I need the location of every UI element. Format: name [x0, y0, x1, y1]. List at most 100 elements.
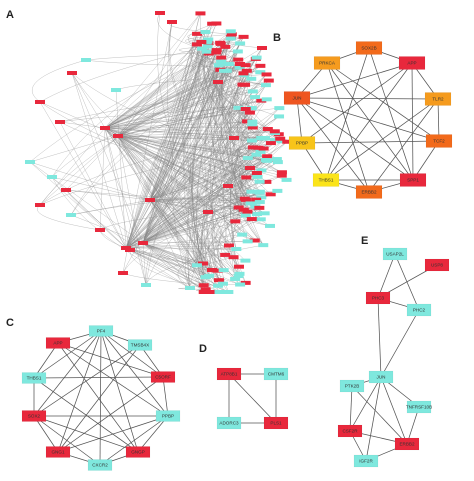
network-a-node[interactable]: [260, 83, 271, 88]
network-a-node[interactable]: [201, 40, 212, 45]
network-a-node[interactable]: [256, 195, 267, 200]
network-a-node[interactable]: [191, 263, 202, 268]
network-a-node[interactable]: [247, 119, 258, 124]
network-a-node[interactable]: [257, 46, 267, 50]
network-a-node[interactable]: [220, 44, 231, 49]
network-a-node[interactable]: [214, 290, 225, 294]
network-a-node[interactable]: [272, 188, 283, 193]
network-a-node[interactable]: [232, 49, 243, 54]
network-a-node[interactable]: [125, 248, 135, 252]
network-a-node[interactable]: [240, 213, 251, 218]
network-a-node[interactable]: [258, 243, 269, 248]
network-a-node[interactable]: [218, 268, 229, 273]
network-a-node[interactable]: [251, 212, 262, 217]
network-a-node[interactable]: [185, 286, 195, 290]
network-a-node[interactable]: [247, 138, 258, 143]
network-a-node[interactable]: [201, 49, 212, 54]
network-c-node-gng1[interactable]: GNG1: [45, 446, 71, 458]
network-a-node[interactable]: [230, 219, 241, 224]
network-a-node[interactable]: [145, 198, 155, 202]
network-a-node[interactable]: [229, 136, 239, 140]
network-a-node[interactable]: [61, 188, 71, 192]
network-a-node[interactable]: [260, 136, 271, 141]
network-a-node[interactable]: [191, 42, 202, 47]
network-a-node[interactable]: [197, 261, 208, 266]
network-a-node[interactable]: [282, 139, 293, 144]
network-a-node[interactable]: [67, 71, 77, 75]
network-a-node[interactable]: [200, 287, 211, 292]
network-a-node[interactable]: [240, 280, 251, 285]
network-a-node[interactable]: [251, 152, 262, 157]
network-b-node-prkca[interactable]: PRKCA: [313, 56, 341, 70]
network-e-node-usp8[interactable]: USP8: [424, 258, 450, 272]
network-a-node[interactable]: [246, 217, 257, 222]
network-a-node[interactable]: [262, 127, 273, 132]
network-a-node[interactable]: [271, 157, 282, 162]
network-a-node[interactable]: [274, 106, 285, 111]
network-a-node[interactable]: [239, 196, 250, 201]
network-c-node-sox2[interactable]: SOX2: [21, 410, 47, 422]
network-a-node[interactable]: [254, 205, 265, 210]
network-a-node[interactable]: [218, 68, 229, 73]
network-a-node[interactable]: [223, 62, 234, 67]
network-e-node-csf2r[interactable]: CSF2R: [337, 424, 363, 438]
network-a-node[interactable]: [192, 31, 203, 36]
network-a-node[interactable]: [256, 168, 267, 173]
network-a-node[interactable]: [264, 223, 275, 228]
network-a-node[interactable]: [231, 247, 242, 252]
network-c-node-thbs1[interactable]: THBS1: [21, 372, 47, 384]
network-e-node-erbb2[interactable]: ERBB2: [394, 437, 420, 451]
network-d-node-atp8b1[interactable]: ATP8B1: [216, 367, 242, 381]
network-a-node[interactable]: [247, 145, 258, 150]
network-a-node[interactable]: [245, 166, 255, 170]
network-b-node-jun[interactable]: JUN: [283, 91, 311, 105]
network-a-node[interactable]: [216, 55, 227, 60]
network-b-node-tcf2[interactable]: TCF2: [425, 134, 453, 148]
network-a-node[interactable]: [263, 78, 274, 83]
network-a-node[interactable]: [211, 48, 222, 53]
network-a-node[interactable]: [242, 156, 253, 161]
network-a-node[interactable]: [247, 122, 258, 127]
network-a-node[interactable]: [261, 179, 272, 184]
network-a-node[interactable]: [261, 158, 271, 162]
network-a-node[interactable]: [216, 59, 227, 64]
network-a-node[interactable]: [246, 76, 257, 81]
network-a-node[interactable]: [237, 232, 248, 237]
network-a-node[interactable]: [233, 205, 244, 210]
network-a-node[interactable]: [255, 70, 266, 75]
network-a-node[interactable]: [255, 63, 266, 68]
network-a-node[interactable]: [261, 97, 272, 102]
network-a-node[interactable]: [251, 170, 262, 175]
network-a-node[interactable]: [223, 184, 233, 188]
network-a-node[interactable]: [246, 106, 257, 111]
network-a-node[interactable]: [254, 200, 265, 205]
network-a-node[interactable]: [276, 139, 287, 144]
network-a-node[interactable]: [240, 107, 251, 112]
network-a-node[interactable]: [203, 37, 214, 42]
network-a-node[interactable]: [265, 192, 276, 197]
network-a-node[interactable]: [242, 119, 253, 124]
network-a-node[interactable]: [281, 177, 292, 182]
network-a-node[interactable]: [251, 55, 262, 60]
network-a-node[interactable]: [247, 89, 258, 94]
network-a-node[interactable]: [200, 29, 211, 34]
network-a-node[interactable]: [233, 264, 244, 269]
network-a-node[interactable]: [223, 290, 234, 294]
network-a-node[interactable]: [235, 62, 245, 66]
network-a-node[interactable]: [197, 46, 208, 51]
network-a-node[interactable]: [225, 29, 236, 34]
network-a-node[interactable]: [220, 252, 231, 257]
network-d-node-adorc3[interactable]: ADORC3: [216, 416, 242, 430]
network-c-node-pf4[interactable]: PF4: [88, 325, 114, 337]
network-e-node-jun[interactable]: JUN: [368, 370, 394, 384]
network-a-node[interactable]: [195, 11, 206, 16]
network-a-node[interactable]: [230, 276, 241, 281]
network-c-node-c5orf[interactable]: C5ORF: [150, 371, 176, 383]
network-a-node[interactable]: [272, 160, 283, 165]
network-a-node[interactable]: [245, 201, 256, 206]
network-a-node[interactable]: [249, 238, 260, 243]
network-a-node[interactable]: [113, 134, 123, 138]
network-a-node[interactable]: [212, 268, 223, 273]
network-a-node[interactable]: [207, 268, 217, 272]
network-a-node[interactable]: [274, 114, 285, 119]
